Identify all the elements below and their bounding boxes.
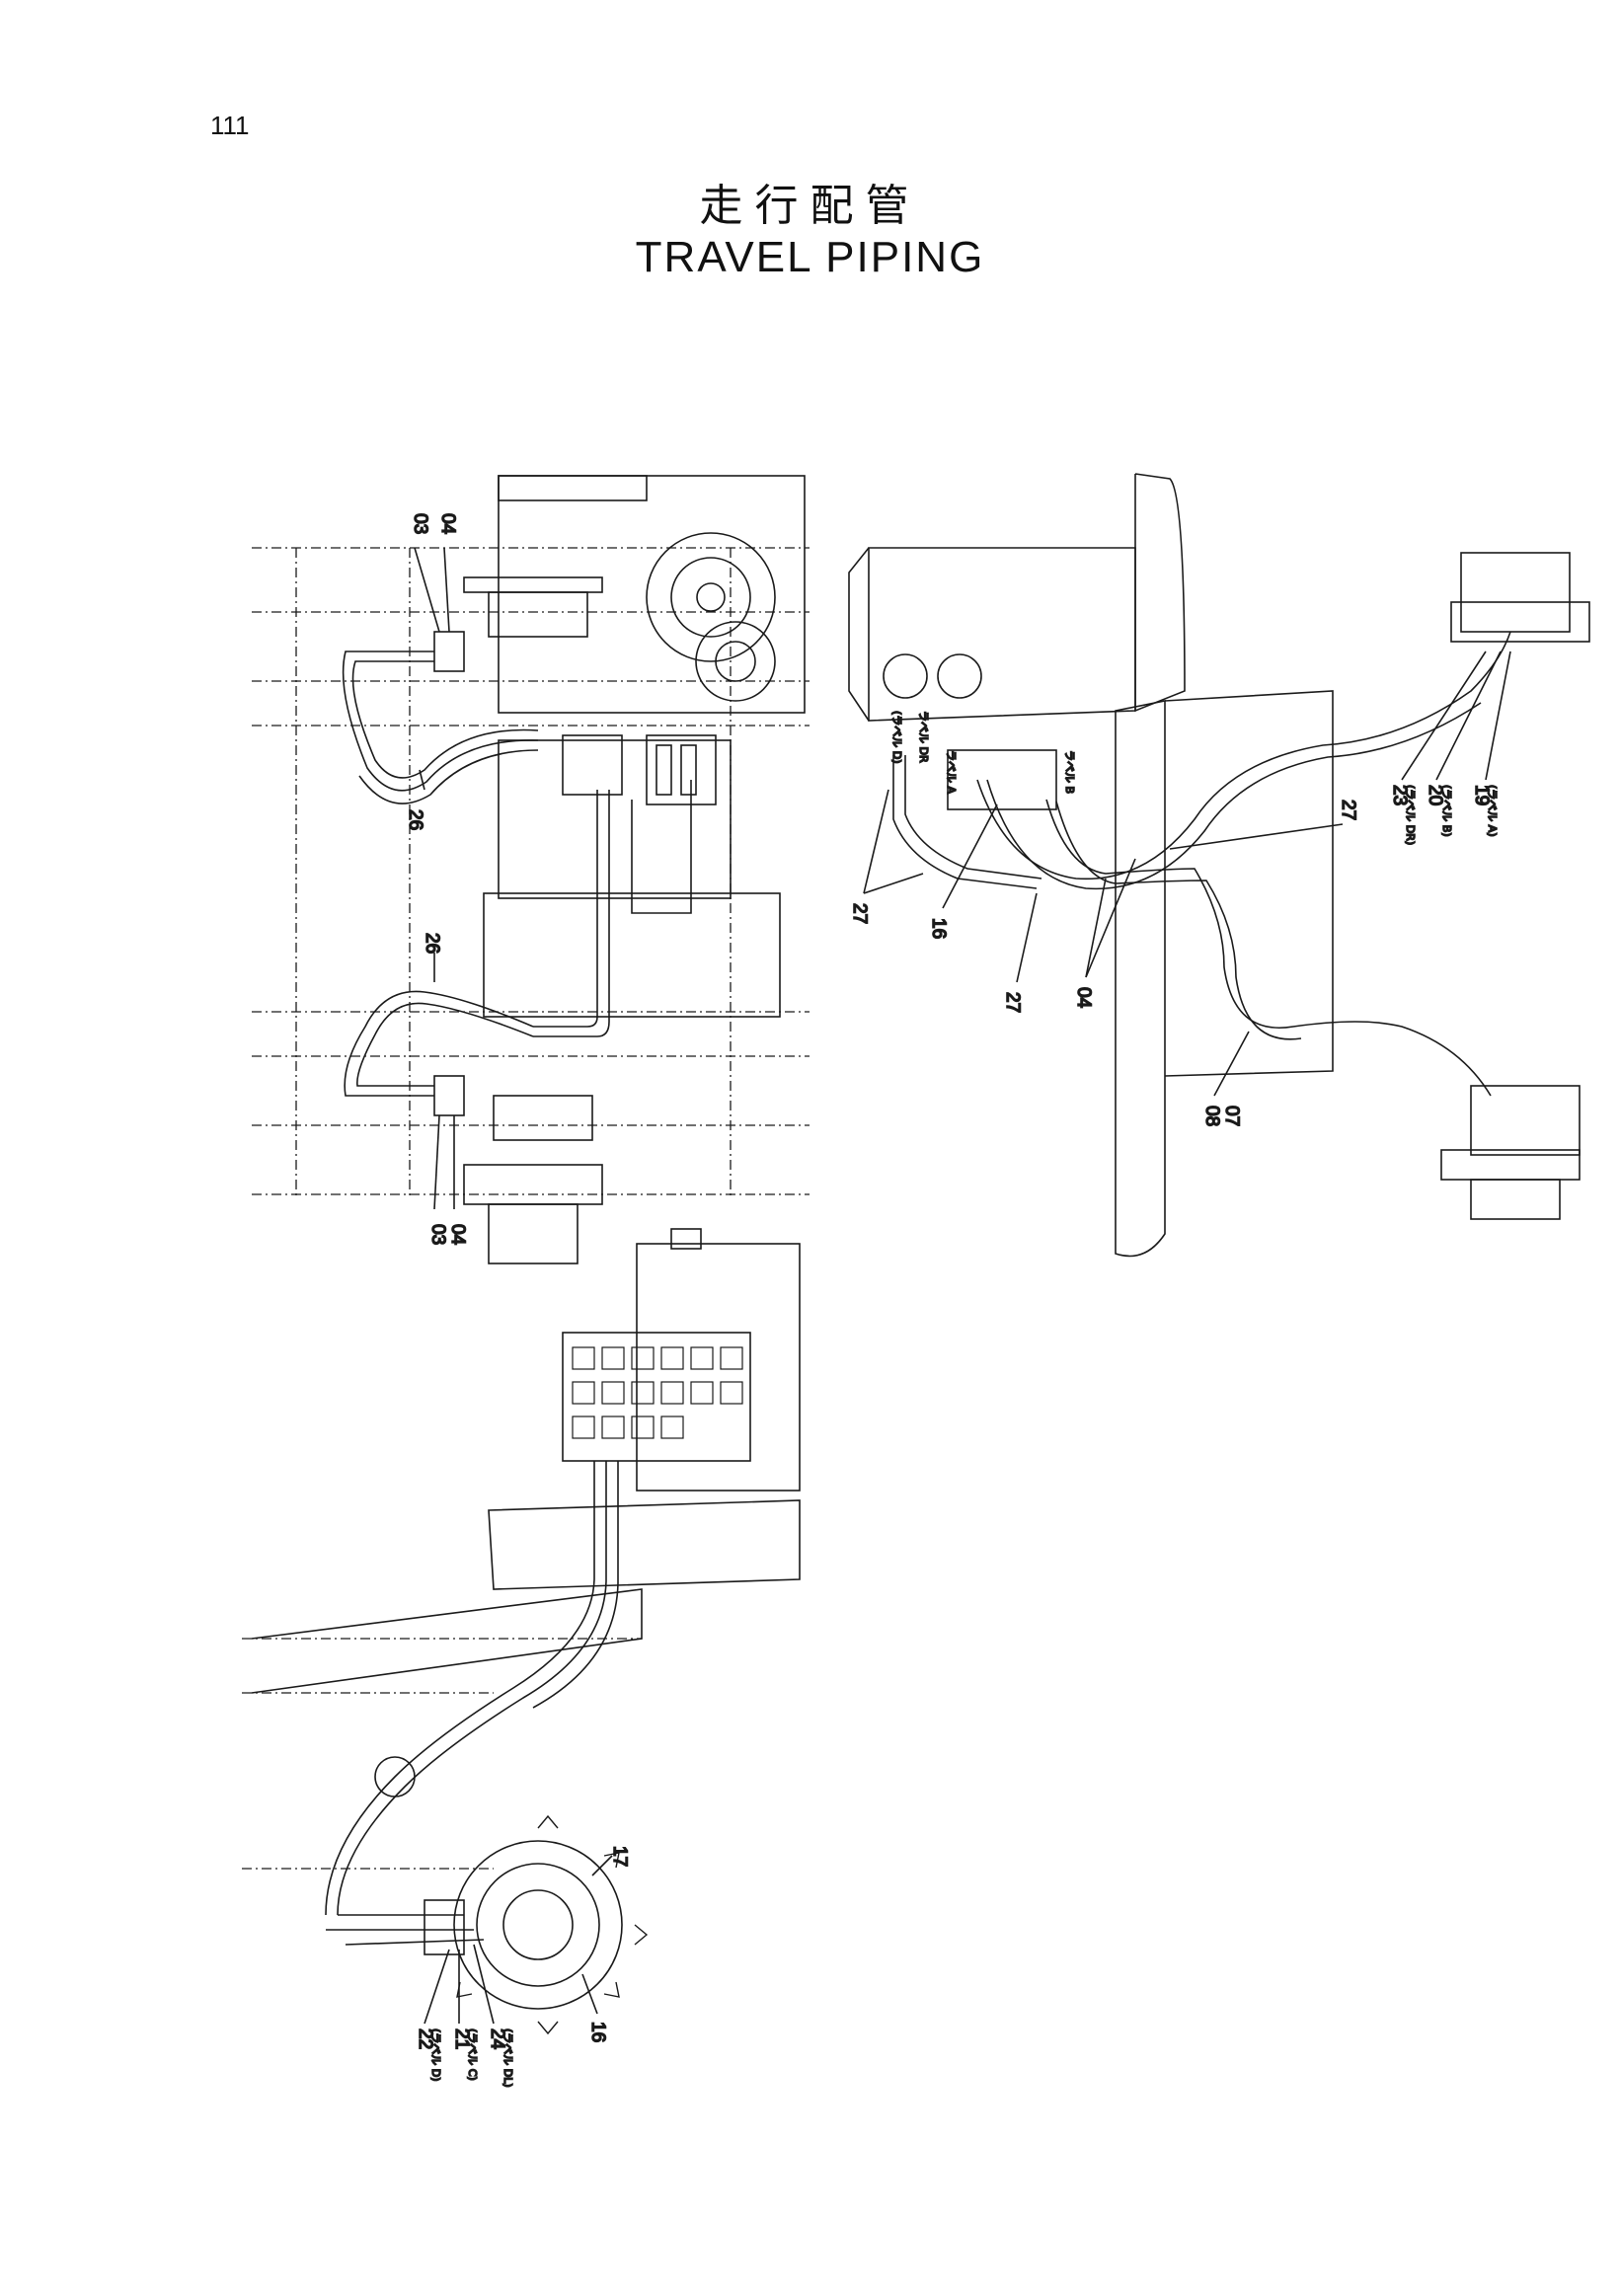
callout-03-top: 03 [410,513,430,534]
tag-label-b-right: (ラベル B) [1440,785,1453,837]
tag-label-d: (ラベル D) [890,711,903,764]
callout-27-middle: 27 [1002,992,1023,1013]
title-english: TRAVEL PIPING [635,233,985,281]
tag-label-b: ラベル B [1063,750,1076,794]
callout-04-top: 04 [437,513,458,535]
lower-view [242,1228,801,2035]
callout-16: 16 [928,918,949,939]
tag-label-dr: ラベル DR [917,711,930,763]
callout-27-left: 27 [849,903,870,924]
callout-27-right: 27 [1338,800,1358,820]
tag-label-a: ラベル A [945,750,958,794]
callout-04-bottom: 04 [447,1224,468,1246]
tag-label-d-lower: (ラベル D) [429,2028,442,2082]
callout-26-top: 26 [405,809,425,830]
callout-07: 07 [1221,1106,1242,1126]
title-japanese: 走行配管 [699,181,921,231]
upper-right-view [848,473,1590,1258]
tag-label-dr-right: (ラベル DR) [1404,785,1417,845]
callout-24: 24 [487,2028,507,2050]
callout-04: 04 [1073,987,1094,1009]
callouts-upper-left: 03 04 26 26 03 04 [404,512,469,1246]
callout-03-bottom: 03 [427,1224,448,1245]
upper-left-view [252,475,810,1264]
callouts-lower: 17 16 22 21 24 (ラベル D) (ラベル C) (ラベル DL) [414,1845,631,2088]
callout-19: 19 [1471,785,1492,805]
callout-26-lower: 26 [422,933,442,954]
callout-17: 17 [609,1846,630,1867]
callout-21: 21 [451,2028,472,2049]
callout-08: 08 [1201,1106,1222,1126]
tag-label-c-lower: (ラベル C) [466,2028,479,2081]
callouts-upper-right: 27 16 27 04 27 23 20 19 08 07 (ラベル D) ラベ… [848,710,1500,1127]
callout-20: 20 [1425,785,1445,805]
page-number: 111 [210,111,250,140]
callout-23: 23 [1389,785,1410,805]
tag-label-a-right: (ラベル A) [1486,785,1499,837]
callout-22: 22 [415,2028,435,2049]
tag-label-dl-lower: (ラベル DL) [501,2028,514,2088]
callout-16-lower: 16 [587,2022,608,2042]
